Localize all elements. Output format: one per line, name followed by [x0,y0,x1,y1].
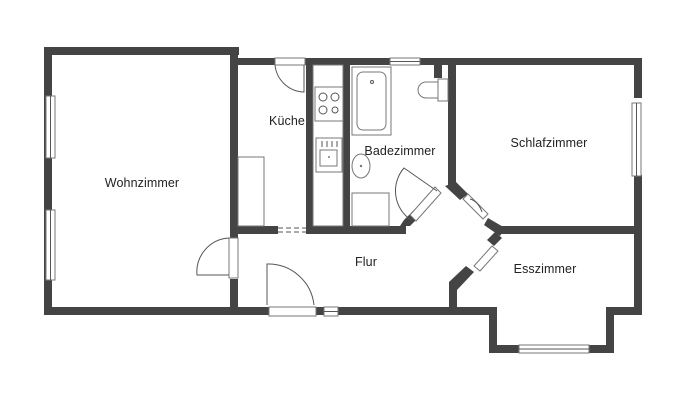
walls [44,47,642,353]
room-label-esszimmer: Esszimmer [513,262,577,276]
room-label-badezimmer: Badezimmer [364,144,436,158]
front-door-frame [268,306,317,317]
room-label-wohnzimmer: Wohnzimmer [104,176,180,190]
doors [196,57,499,306]
room-label-schlafzimmer: Schlafzimmer [510,136,588,150]
room-label-kueche: Küche [269,114,305,128]
bath-fixtures [351,66,449,227]
room-label-flur: Flur [355,255,377,269]
windows [45,57,642,354]
toilet-icon [417,78,449,102]
stove-icon [314,86,344,122]
sink-icon [315,137,343,173]
kitchen-fixtures [237,64,344,227]
bathtub-icon [351,66,392,136]
washbasin-icon [351,153,371,179]
bath-cabinet [351,192,390,227]
kitchen-cabinet [237,156,265,227]
